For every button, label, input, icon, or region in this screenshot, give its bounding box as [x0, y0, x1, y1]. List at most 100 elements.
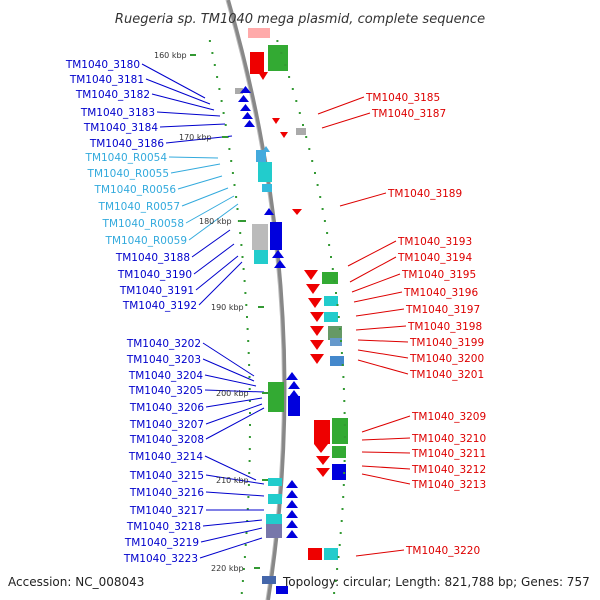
- scale-dot: [244, 292, 247, 294]
- scale-dot: [222, 112, 225, 114]
- rna-block: [258, 162, 272, 182]
- scale-dot: [242, 568, 245, 570]
- forward-gene-arrow: [286, 490, 298, 498]
- reverse-gene-arrow: [308, 298, 322, 308]
- leader-line: [357, 359, 409, 375]
- reverse-gene-arrow: [316, 456, 330, 465]
- gene-label-left: TM1040_3183: [80, 107, 155, 119]
- gene-block: [276, 586, 288, 594]
- leader-line: [349, 256, 397, 283]
- leader-line: [202, 358, 255, 382]
- scale-tick-label: 210 kbp: [216, 476, 249, 485]
- leader-line: [200, 527, 263, 543]
- forward-gene-arrow: [288, 381, 300, 389]
- gene-label-left: TM1040_3204: [128, 370, 203, 382]
- gene-block: [270, 222, 282, 250]
- gene-block: [288, 396, 300, 416]
- scale-dot: [302, 124, 304, 126]
- leader-line: [361, 451, 411, 454]
- gene-label-right: TM1040_3193: [397, 236, 472, 248]
- forward-gene-arrow: [286, 480, 298, 488]
- gene-label-left: TM1040_3181: [69, 74, 144, 86]
- scale-dot: [248, 448, 251, 450]
- scale-dot: [343, 472, 346, 474]
- scale-dot: [245, 304, 248, 306]
- leader-line: [205, 403, 263, 425]
- gene-label-left: TM1040_3214: [128, 451, 203, 463]
- scale-dot: [316, 184, 319, 186]
- reverse-gene-arrow: [258, 72, 268, 80]
- gene-block: [266, 514, 282, 524]
- gene-label-right: TM1040_3196: [403, 287, 478, 299]
- scale-dot: [334, 580, 337, 582]
- leader-line: [361, 437, 411, 441]
- scale-dot: [230, 160, 233, 162]
- scale-dot: [243, 280, 246, 282]
- scale-dot: [280, 52, 283, 54]
- scale-dot: [235, 196, 238, 198]
- leader-line: [205, 397, 263, 408]
- scale-dot: [328, 244, 331, 246]
- scale-dot: [337, 556, 340, 558]
- scale-dot: [246, 508, 249, 510]
- gene-block: [254, 250, 268, 264]
- gene-label-left: TM1040_3180: [65, 59, 140, 71]
- scale-tick-label: 220 kbp: [211, 564, 244, 573]
- gene-block: [332, 464, 346, 480]
- scale-dot: [308, 148, 311, 150]
- scale-dot: [218, 88, 221, 90]
- scale-dot: [339, 532, 342, 534]
- leader-line: [141, 63, 206, 99]
- gene-block: [268, 478, 282, 486]
- gene-block: [332, 418, 348, 444]
- reverse-gene-arrow: [314, 444, 328, 453]
- leader-line: [361, 465, 411, 470]
- scale-dot: [247, 484, 250, 486]
- reverse-gene-arrow: [310, 340, 324, 350]
- leader-line: [177, 175, 223, 190]
- scale-dot: [220, 100, 223, 102]
- scale-dot: [240, 244, 243, 246]
- leader-line: [361, 415, 411, 433]
- gene-block: [248, 28, 270, 38]
- gene-label-left: TM1040_R0054: [85, 152, 168, 164]
- scale-dot: [245, 532, 248, 534]
- leader-line: [204, 455, 257, 481]
- leader-line: [202, 519, 263, 527]
- scale-dot: [248, 460, 251, 462]
- leader-line: [165, 135, 233, 144]
- leader-line: [151, 93, 215, 111]
- topology-info-text: Topology: circular; Length: 821,788 bp; …: [282, 575, 590, 589]
- scale-dot: [330, 256, 332, 258]
- scale-dot: [241, 580, 244, 582]
- gene-block: [252, 224, 268, 250]
- leader-line: [355, 325, 407, 331]
- reverse-gene-arrow: [292, 209, 302, 215]
- gene-label-right: TM1040_3201: [409, 369, 484, 381]
- scale-dot: [248, 472, 251, 474]
- scale-dot: [319, 196, 322, 198]
- scale-dot: [208, 40, 211, 42]
- leader-line: [339, 192, 387, 207]
- gene-label-left: TM1040_R0059: [105, 235, 187, 247]
- forward-gene-arrow: [240, 104, 251, 111]
- gene-label-left: TM1040_R0058: [102, 218, 184, 230]
- gene-block: [322, 272, 338, 284]
- scale-dot: [338, 328, 341, 330]
- accession-text: Accession: NC_008043: [8, 575, 144, 589]
- leader-line: [355, 308, 405, 317]
- scale-dot: [343, 448, 346, 450]
- gene-block: [268, 45, 288, 71]
- scale-dot: [333, 280, 336, 282]
- leader-line: [195, 255, 239, 291]
- leader-line: [170, 163, 221, 174]
- scale-dot: [248, 388, 251, 390]
- leader-line: [181, 187, 229, 207]
- forward-gene-arrow: [242, 112, 253, 119]
- gene-block: [324, 312, 338, 322]
- leader-line: [205, 407, 265, 440]
- scale-dot: [342, 376, 345, 378]
- gene-label-left: TM1040_3203: [126, 354, 201, 366]
- gene-label-right: TM1040_3194: [397, 252, 472, 264]
